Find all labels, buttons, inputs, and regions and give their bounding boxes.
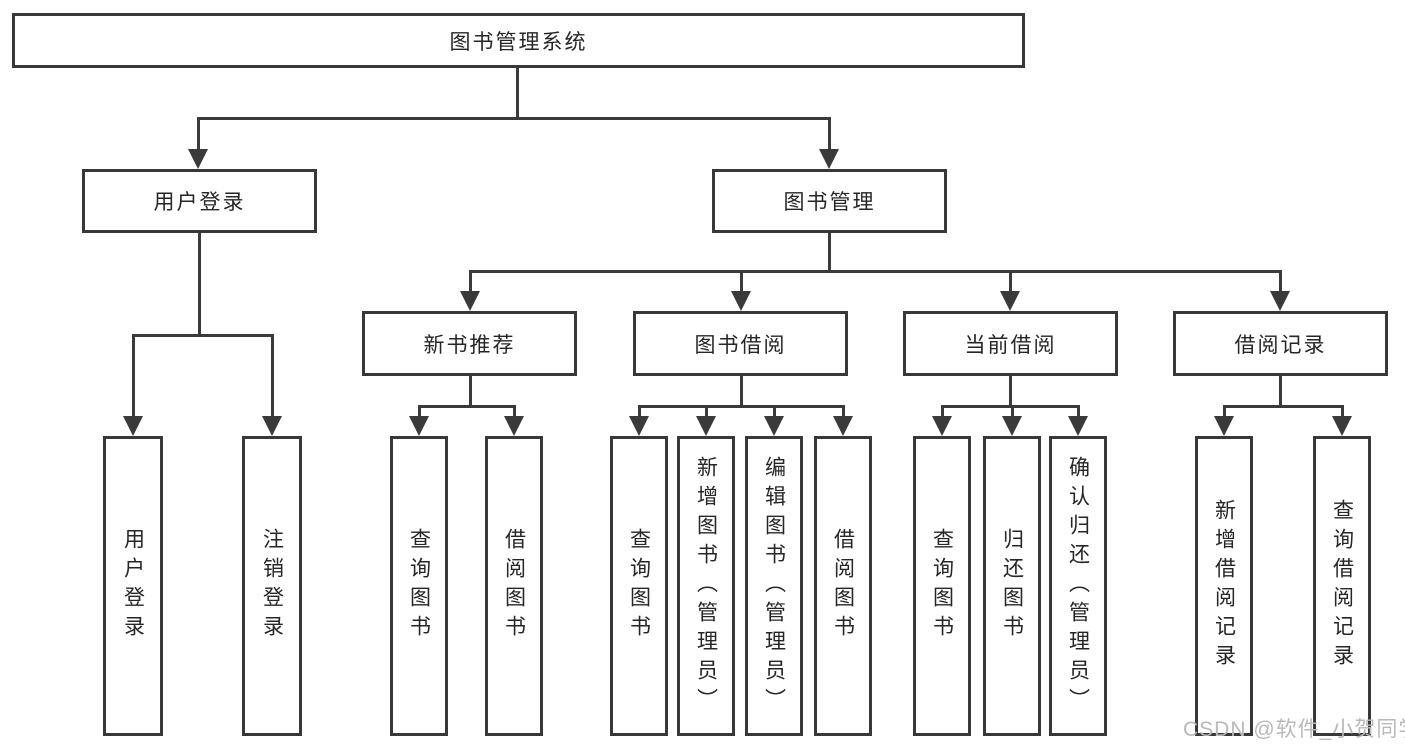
connector-line [773,405,776,419]
node-label: 查询借阅记录 [1330,499,1354,673]
node-label: 新增借阅记录 [1212,499,1236,673]
connector-arrowhead-icon [262,416,282,436]
connector-line [740,376,743,407]
connector-arrowhead-icon [764,416,784,436]
node-label: 借阅图书 [502,528,526,644]
connector-line [198,233,201,337]
connector-arrowhead-icon [1214,416,1234,436]
connector-arrowhead-icon [819,149,839,169]
leaf-confirm-return-admin: 确认归还（管理员） [1049,436,1107,736]
leaf-borrow-books-1: 借阅图书 [485,436,543,736]
connector-arrowhead-icon [409,416,429,436]
connector-line [469,270,1282,273]
connector-arrowhead-icon [696,416,716,436]
connector-line [516,68,519,118]
connector-line [1077,405,1080,419]
connector-arrowhead-icon [1332,416,1352,436]
connector-arrowhead-icon [188,149,208,169]
leaf-user-login: 用户登录 [103,436,163,736]
connector-line [418,405,516,408]
connector-line [828,117,831,152]
connector-line [513,405,516,419]
connector-line [705,405,708,419]
leaf-borrow-books-2: 借阅图书 [814,436,872,736]
connector-line [842,405,845,419]
connector-arrowhead-icon [629,416,649,436]
connector-line [1279,270,1282,294]
node-borrow-records: 借阅记录 [1173,311,1388,376]
node-label: 用户登录 [121,528,145,644]
node-label: 查询图书 [627,528,651,644]
connector-line [469,270,472,294]
node-user-login: 用户登录 [82,169,317,233]
leaf-add-book-admin: 新增图书（管理员） [677,436,735,736]
node-label: 借阅图书 [831,528,855,644]
connector-line [197,117,200,152]
csdn-watermark: CSDN @软件_小贺同学 [1183,718,1405,741]
connector-line [941,405,944,419]
node-label: 用户登录 [153,191,246,214]
node-current-borrow: 当前借阅 [903,311,1118,376]
connector-line [1009,270,1012,294]
connector-line [828,233,831,273]
connector-line [418,405,421,419]
connector-arrowhead-icon [932,416,952,436]
leaf-edit-book-admin: 编辑图书（管理员） [745,436,803,736]
connector-line [132,334,135,418]
connector-line [469,376,472,407]
connector-line [132,334,274,337]
connector-line [1011,405,1014,419]
node-library-system: 图书管理系统 [12,13,1025,68]
node-label: 新增图书（管理员） [694,455,718,717]
node-label: 图书管理系统 [449,30,588,54]
connector-arrowhead-icon [123,416,143,436]
connector-arrowhead-icon [1270,291,1290,311]
leaf-query-books-2: 查询图书 [610,436,668,736]
leaf-query-books-3: 查询图书 [913,436,971,736]
node-label: 归还图书 [1000,528,1024,644]
node-label: 借阅记录 [1234,333,1327,357]
connector-line [1279,376,1282,407]
connector-arrowhead-icon [1068,416,1088,436]
node-label: 图书管理 [783,191,876,214]
connector-line [1223,405,1226,419]
node-label: 新书推荐 [423,333,516,357]
node-label: 当前借阅 [964,333,1057,357]
connector-line [740,270,743,294]
connector-arrowhead-icon [833,416,853,436]
connector-arrowhead-icon [731,291,751,311]
leaf-logout: 注销登录 [242,436,302,736]
connector-arrowhead-icon [1000,291,1020,311]
connector-line [197,117,831,120]
node-new-book-recommend: 新书推荐 [362,311,577,376]
connector-line [638,405,845,408]
leaf-query-borrow-record: 查询借阅记录 [1313,436,1371,736]
node-label: 查询图书 [407,528,431,644]
leaf-add-borrow-record: 新增借阅记录 [1195,436,1253,736]
leaf-return-book: 归还图书 [983,436,1041,736]
connector-line [1223,405,1344,408]
connector-line [271,334,274,418]
node-label: 图书借阅 [694,333,787,357]
node-label: 查询图书 [930,528,954,644]
connector-line [941,405,1080,408]
node-book-borrow: 图书借阅 [633,311,848,376]
connector-line [1009,376,1012,407]
node-book-management: 图书管理 [712,169,947,233]
node-label: 注销登录 [260,528,284,644]
node-label: 编辑图书（管理员） [762,455,786,717]
connector-line [638,405,641,419]
connector-arrowhead-icon [460,291,480,311]
node-label: 确认归还（管理员） [1066,455,1090,717]
leaf-query-books-1: 查询图书 [390,436,448,736]
connector-arrowhead-icon [1002,416,1022,436]
connector-line [1341,405,1344,419]
connector-arrowhead-icon [504,416,524,436]
